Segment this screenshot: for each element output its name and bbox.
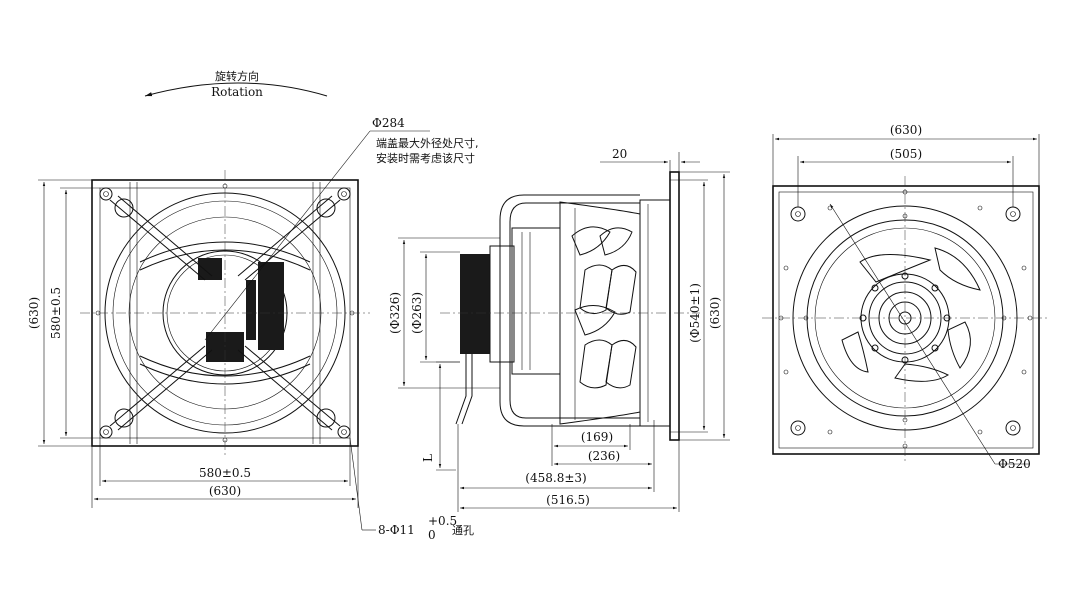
front-width-mount: 580±0.5 (199, 466, 251, 480)
rear-view: (630) (505) Φ520 (762, 123, 1050, 471)
front-dimension-widths: 580±0.5 (630) (91, 438, 359, 508)
end-cap-note-line1: 端盖最大外径处尺寸, (376, 136, 479, 150)
impeller-blades (571, 226, 637, 389)
mount-hole-tol-lower: 0 (428, 528, 436, 542)
side-impeller (559, 201, 641, 425)
phi520-label: Φ520 (998, 457, 1031, 471)
rear-mount-holes (778, 189, 1033, 449)
mount-hole-tol-upper: +0.5 (428, 514, 457, 528)
side-phi326: (Φ326) (388, 292, 402, 334)
rear-frame-outer (772, 185, 1040, 455)
side-cable-length: L (421, 454, 435, 462)
rear-width-overall: (630) (890, 123, 922, 137)
side-view: 20 (Φ326) (Φ263) L (Φ54 (388, 147, 730, 512)
side-flange (669, 171, 680, 441)
front-height-mount: 580±0.5 (49, 287, 63, 339)
side-dim-516: (516.5) (546, 493, 590, 507)
side-dim-169: (169) (581, 430, 613, 444)
rear-dimension-widths: (630) (505) (772, 123, 1040, 207)
front-height-overall: (630) (27, 297, 41, 329)
side-motor-fins (460, 254, 490, 354)
side-dim-diameters-right: (Φ540±1) (630) (670, 171, 730, 441)
rear-width-inner: (505) (890, 147, 922, 161)
mount-hole-callout: 8-Φ11 +0.5 0 通孔 (349, 437, 474, 542)
side-height-overall: (630) (708, 297, 722, 329)
side-cable (455, 354, 473, 425)
rear-impeller-blades (841, 247, 981, 382)
end-cap-note-line2: 安装时需考虑该尺寸 (376, 151, 475, 165)
side-dim-lengths: (169) (236) (458.8±3) (516.5) (457, 420, 680, 512)
side-dim-236: (236) (588, 449, 620, 463)
side-phi540: (Φ540±1) (688, 283, 702, 343)
front-width-overall: (630) (209, 484, 241, 498)
side-motor-body (511, 227, 561, 375)
front-dimension-heights: (630) 580±0.5 (27, 179, 100, 447)
side-dim-458: (458.8±3) (525, 471, 586, 485)
phi520-callout: Φ520 (829, 203, 1031, 471)
mount-hole-count: 8-Φ11 (378, 523, 415, 537)
support-struts (109, 195, 341, 431)
mount-hole-through: 通孔 (452, 524, 474, 537)
side-flange-thickness: 20 (612, 147, 627, 161)
phi284-label: Φ284 (372, 116, 405, 130)
front-mount-holes (95, 183, 355, 443)
rotation-label-en: Rotation (211, 85, 263, 99)
front-view: (630) 580±0.5 580±0.5 (630) Φ284 端盖最大外径处… (27, 116, 479, 542)
motor-cooling-fins (198, 258, 284, 362)
side-dim-cable: L (421, 361, 460, 471)
side-dim-diameters-left: (Φ326) (Φ263) (388, 237, 500, 389)
rotation-indicator: 旋转方向 Rotation (144, 69, 328, 99)
side-dim-thickness: 20 (600, 147, 700, 172)
side-support-frame (499, 194, 640, 427)
phi284-callout: Φ284 端盖最大外径处尺寸, 安装时需考虑该尺寸 (204, 116, 479, 341)
rotation-arrow (144, 82, 328, 97)
side-phi263: (Φ263) (410, 292, 424, 334)
rotation-label-cn: 旋转方向 (215, 69, 259, 83)
